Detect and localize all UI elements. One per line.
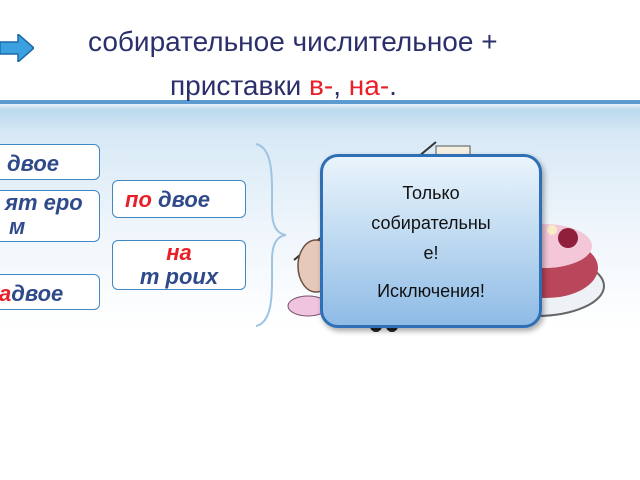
- word-box-text-line2: м: [9, 214, 26, 239]
- word-box-text-line1: ят еро: [5, 190, 83, 215]
- word-box-podvoe: по двое: [112, 180, 246, 218]
- word-box-dvoe: двое: [0, 144, 100, 180]
- word-box-prefix: на: [166, 240, 192, 265]
- title-end: .: [389, 70, 397, 101]
- page-title-line2: приставки в-, на-.: [170, 70, 397, 102]
- callout-line3: е!: [423, 243, 439, 263]
- word-box-nadvoe: адвое: [0, 274, 100, 310]
- callout-line2: собирательны: [371, 213, 491, 233]
- header-divider: [0, 100, 640, 106]
- word-box-natroih: на т роих: [112, 240, 246, 290]
- word-box-text: двое: [11, 281, 64, 306]
- title-prefix: приставки: [170, 70, 310, 101]
- word-box-text: т роих: [139, 264, 219, 289]
- word-box-prefix: а: [0, 281, 12, 306]
- word-box-text: двое: [151, 187, 211, 212]
- curly-brace-icon: [255, 143, 287, 327]
- info-callout: Только собирательны е! Исключения!: [320, 154, 542, 328]
- arrow-right-icon[interactable]: [0, 34, 34, 62]
- word-box-vpyaterom: ят еро м: [0, 190, 100, 242]
- page-title-line1: собирательное числительное +: [88, 26, 498, 57]
- callout-line1: Только: [402, 183, 460, 203]
- title-prefix-v: в-: [309, 70, 334, 101]
- word-box-prefix: по: [125, 187, 152, 212]
- callout-line4: Исключения!: [377, 281, 485, 301]
- title-separator: ,: [333, 70, 349, 101]
- title-prefix-na: на-: [348, 70, 390, 101]
- word-box-text: двое: [7, 151, 60, 176]
